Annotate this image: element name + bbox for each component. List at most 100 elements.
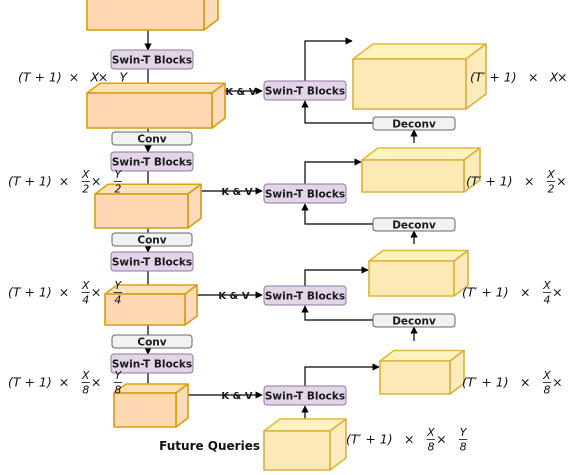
svg-text:X: X: [90, 70, 100, 85]
svg-text:×: ×: [552, 285, 562, 300]
decoder-deconv-3-label: Deconv: [392, 315, 436, 327]
svg-text:(T + 1): (T + 1): [8, 285, 52, 300]
decoder-swin-3: Swin-T Blocks: [263, 285, 347, 306]
svg-text:(T′ + 1): (T′ + 1): [466, 174, 513, 189]
encoder-conv-3-label: Conv: [137, 336, 166, 348]
encoder-cube-1: [86, 82, 226, 129]
encoder-swin-1-label: Swin-T Blocks: [112, 54, 192, 66]
kv-label-3: K & V: [218, 291, 249, 302]
svg-text:(T + 1): (T + 1): [8, 375, 52, 390]
encoder-swin-4-label: Swin-T Blocks: [112, 358, 192, 370]
svg-text:×: ×: [69, 70, 79, 85]
svg-text:X: X: [81, 279, 90, 292]
svg-text:×: ×: [91, 174, 101, 189]
decoder-swin-4: Swin-T Blocks: [263, 385, 347, 406]
future-queries-cube: [263, 418, 347, 471]
svg-text:X: X: [549, 70, 559, 85]
dim-encoder-eighth: (T + 1) × X8 × Y8: [8, 369, 122, 397]
decoder-swin-1: Swin-T Blocks: [263, 80, 347, 101]
dec-deconv2-to-swin2: [301, 203, 373, 225]
decoder-swin-2-label: Swin-T Blocks: [265, 188, 345, 200]
svg-text:X: X: [81, 168, 90, 181]
dim-future-queries: (T′ + 1) × X8 × Y8: [346, 426, 468, 454]
dim-encoder-full: (T + 1) × X × Y: [18, 70, 129, 85]
svg-text:×: ×: [98, 70, 108, 85]
dec-swin1-to-cube1: [304, 37, 353, 81]
svg-text:2: 2: [547, 183, 554, 196]
svg-text:8: 8: [82, 384, 89, 397]
encoder-swin-2: Swin-T Blocks: [110, 151, 194, 172]
decoder-cube-4: [379, 349, 465, 395]
svg-text:(T′ + 1): (T′ + 1): [462, 375, 509, 390]
decoder-swin-1-label: Swin-T Blocks: [265, 85, 345, 97]
decoder-deconv-1: Deconv: [372, 116, 456, 131]
svg-text:4: 4: [114, 294, 121, 307]
svg-text:×: ×: [520, 375, 530, 390]
svg-text:X: X: [542, 279, 551, 292]
decoder-cube-3: [368, 249, 469, 297]
dim-decoder-half: (T′ + 1) × X2 × Y2: [466, 168, 567, 196]
encoder-conv-2: Conv: [111, 232, 193, 247]
dim-encoder-quarter: (T + 1) × X 4 × Y 4: [8, 279, 122, 307]
svg-text:×: ×: [552, 375, 562, 390]
decoder-swin-3-label: Swin-T Blocks: [265, 290, 345, 302]
svg-text:Y: Y: [114, 279, 122, 292]
svg-text:×: ×: [404, 432, 414, 447]
encoder-conv-3: Conv: [111, 334, 193, 349]
dim-decoder-quarter: (T′ + 1) × X4 × Y4: [462, 279, 563, 307]
decoder-cube-2: [361, 147, 481, 193]
svg-text:(T + 1): (T + 1): [8, 174, 52, 189]
dec-deconv3-to-swin3: [301, 305, 373, 321]
encoder-conv-1: Conv: [111, 131, 193, 146]
svg-text:8: 8: [460, 441, 467, 454]
svg-text:×: ×: [524, 174, 534, 189]
future-queries-label: Future Queries: [159, 439, 260, 453]
dim-encoder-half: (T + 1) × X 2 × Y 2: [8, 168, 122, 196]
svg-text:×: ×: [557, 70, 567, 85]
decoder-deconv-2: Deconv: [372, 217, 456, 232]
decoder-deconv-2-label: Deconv: [392, 219, 436, 231]
decoder-deconv-3: Deconv: [372, 313, 456, 328]
svg-text:4: 4: [82, 294, 89, 307]
svg-text:2: 2: [82, 183, 89, 196]
svg-text:×: ×: [528, 70, 538, 85]
svg-text:8: 8: [114, 384, 121, 397]
dim-decoder-full: (T′ + 1) × X × Y: [470, 70, 567, 85]
kv-label-4: K & V: [221, 391, 252, 402]
encoder-swin-4: Swin-T Blocks: [110, 353, 194, 374]
decoder-swin-4-label: Swin-T Blocks: [265, 390, 345, 402]
kv-label-2: K & V: [221, 187, 252, 198]
svg-text:4: 4: [543, 294, 550, 307]
encoder-conv-1-label: Conv: [137, 133, 166, 145]
encoder-cube-3: [104, 284, 198, 326]
svg-text:X: X: [426, 426, 435, 439]
dec-swin4-to-cube4: [304, 363, 380, 386]
svg-text:(T + 1): (T + 1): [18, 70, 62, 85]
encoder-conv-2-label: Conv: [137, 234, 166, 246]
svg-text:×: ×: [436, 432, 446, 447]
svg-text:×: ×: [520, 285, 530, 300]
decoder-swin-2: Swin-T Blocks: [263, 183, 347, 204]
svg-text:×: ×: [91, 375, 101, 390]
dec-swin2-to-cube2: [304, 158, 362, 184]
svg-text:(T′ + 1): (T′ + 1): [462, 285, 509, 300]
svg-text:×: ×: [91, 285, 101, 300]
encoder-swin-3: Swin-T Blocks: [110, 251, 194, 272]
encoder-swin-2-label: Swin-T Blocks: [112, 156, 192, 168]
svg-text:X: X: [546, 168, 555, 181]
svg-text:Y: Y: [114, 369, 122, 382]
svg-text:X: X: [81, 369, 90, 382]
decoder-cube-1: [352, 43, 487, 110]
svg-text:8: 8: [543, 384, 550, 397]
encoder-cube-input: [86, 0, 219, 31]
svg-text:Y: Y: [114, 168, 122, 181]
svg-text:8: 8: [427, 441, 434, 454]
encoder-swin-1: Swin-T Blocks: [110, 49, 194, 70]
decoder-deconv-1-label: Deconv: [392, 118, 436, 130]
svg-text:(T′ + 1): (T′ + 1): [470, 70, 517, 85]
svg-text:2: 2: [114, 183, 121, 196]
svg-text:×: ×: [59, 174, 69, 189]
svg-text:×: ×: [59, 285, 69, 300]
svg-text:Y: Y: [460, 426, 468, 439]
